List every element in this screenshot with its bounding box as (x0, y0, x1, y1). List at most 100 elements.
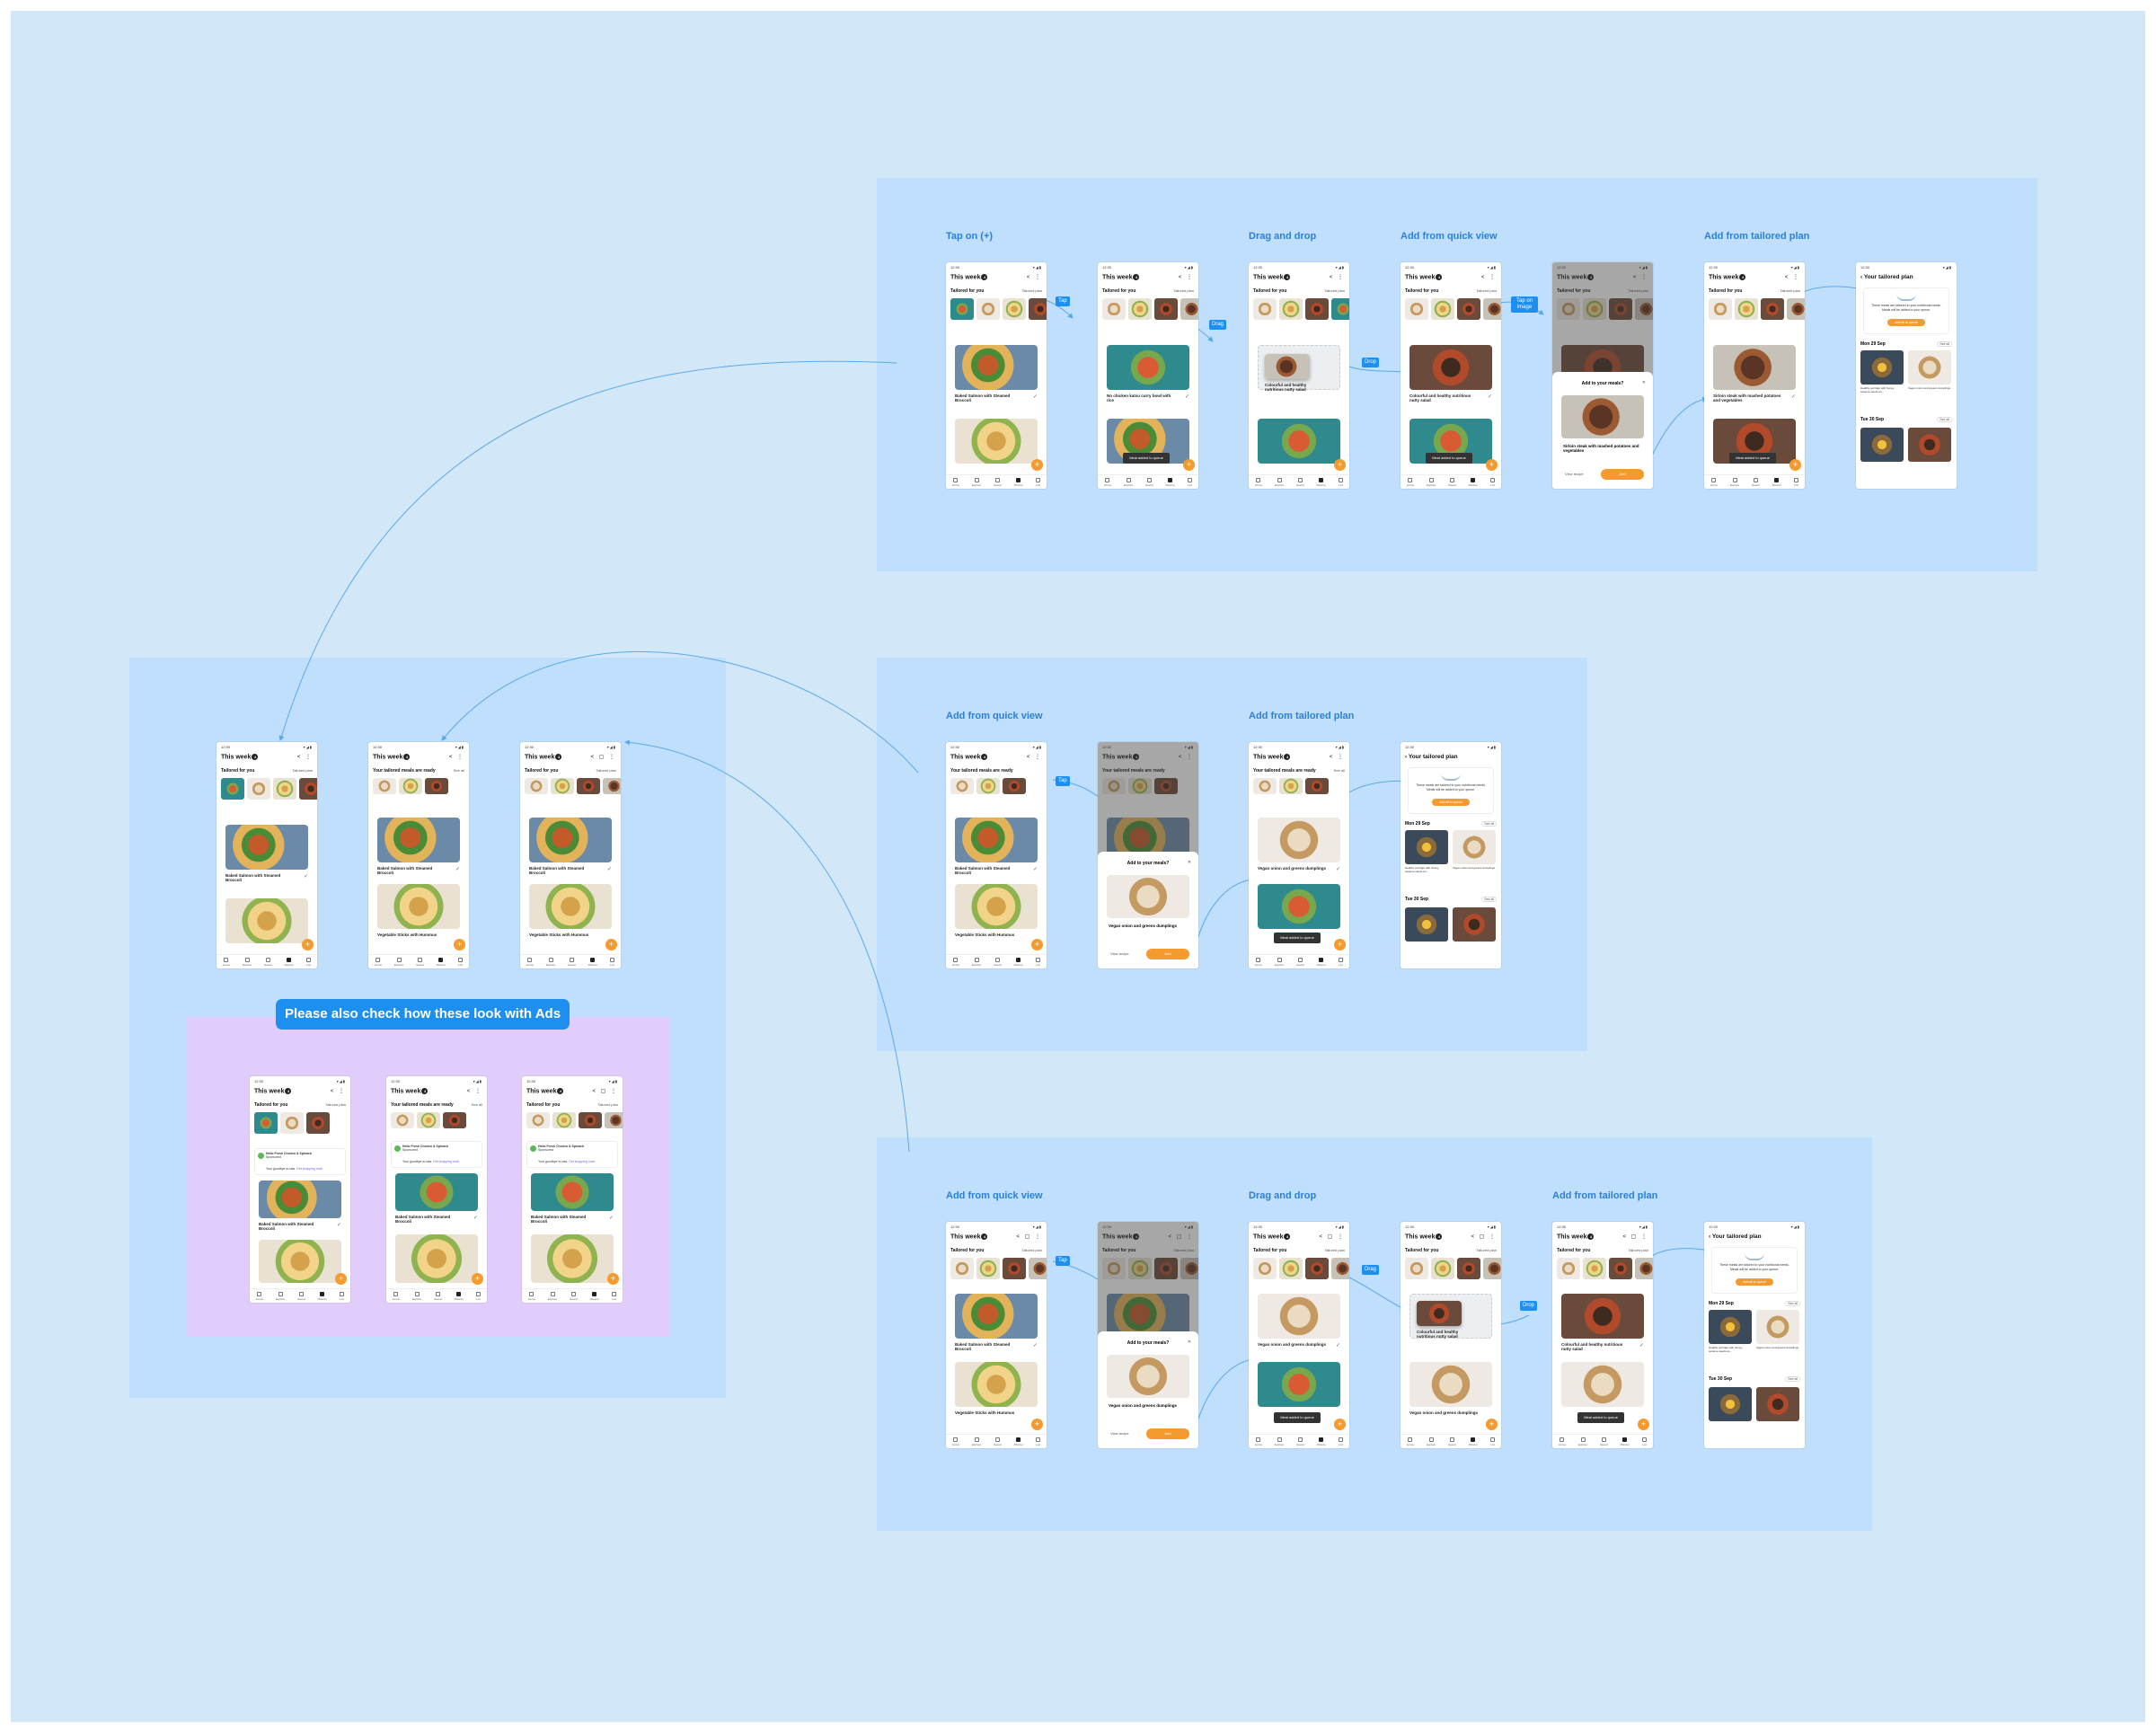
add-fab-button[interactable]: + (1334, 1419, 1346, 1430)
add-fab-button[interactable]: + (1486, 1419, 1498, 1430)
recipe-image[interactable] (955, 818, 1038, 862)
add-fab-button[interactable]: + (1334, 459, 1346, 471)
close-icon[interactable]: ✕ (1187, 860, 1191, 865)
page-title[interactable]: This week (1405, 1233, 1436, 1241)
nav-explore[interactable]: Explore (972, 477, 981, 487)
close-icon[interactable]: ✕ (1187, 1340, 1191, 1345)
recipe-image[interactable] (955, 884, 1038, 929)
recipe-image[interactable] (1258, 818, 1340, 862)
page-title[interactable]: This week (1253, 274, 1284, 281)
page-title[interactable]: This week (1557, 1233, 1587, 1241)
recipe-image[interactable] (1258, 884, 1340, 929)
view-recipe-link[interactable]: View recipe (1110, 1431, 1129, 1436)
recipe-image[interactable] (955, 419, 1038, 464)
plan-meal-image[interactable] (1908, 428, 1951, 462)
recipe-title[interactable]: Colourful and healthy nutritious nutty s… (1409, 393, 1471, 402)
add-fab-button[interactable]: + (302, 939, 314, 950)
add-fab-button[interactable]: + (1031, 939, 1043, 950)
add-fab-button[interactable]: + (472, 1273, 483, 1285)
header-icons[interactable]: < ⋮ (1026, 275, 1042, 280)
label-drag-and-drop: Drag and drop (1249, 1190, 1317, 1201)
page-title[interactable]: This week (950, 754, 981, 761)
recipe-image[interactable] (1713, 345, 1796, 390)
recipe-title[interactable]: Sirloin steak with mashed potatoes and v… (1713, 393, 1781, 402)
add-fab-button[interactable]: + (454, 939, 465, 950)
add-button[interactable]: Add (1146, 949, 1189, 959)
add-all-button[interactable]: Add all to queue (1736, 1278, 1773, 1286)
page-title[interactable]: This week (526, 1088, 557, 1095)
add-fab-button[interactable]: + (1334, 939, 1346, 950)
dragged-card[interactable] (1265, 354, 1310, 379)
close-icon[interactable]: ✕ (1641, 380, 1646, 385)
add-all-button[interactable]: Add all to queue (1432, 799, 1470, 806)
label-drag-and-drop: Drag and drop (1249, 231, 1317, 242)
suggestion-strip[interactable] (950, 298, 1047, 320)
meal-thumb[interactable] (950, 298, 974, 320)
nav-saved[interactable]: Saved (994, 477, 1002, 487)
back-title[interactable]: ‹ Your tailored plan (1860, 274, 1913, 280)
nav-home[interactable]: Home (952, 477, 959, 487)
meal-thumb[interactable] (976, 298, 1000, 320)
status-icons: ▾◢▮ (1032, 265, 1042, 270)
recipe-image[interactable] (1258, 419, 1340, 464)
add-fab-button[interactable]: + (1183, 459, 1195, 471)
label-add-from-quick-view: Add from quick view (946, 1190, 1043, 1201)
dragged-card[interactable] (1417, 1301, 1462, 1326)
page-title[interactable]: This week (950, 274, 981, 281)
page-title[interactable]: This week (1253, 1233, 1284, 1241)
page-title[interactable]: This week (373, 754, 403, 761)
add-fab-button[interactable]: + (1031, 1419, 1043, 1430)
page-title[interactable]: This week (1405, 274, 1436, 281)
add-fab-button[interactable]: + (1486, 459, 1498, 471)
plan-meal-image[interactable] (1860, 350, 1904, 385)
nav-planner[interactable]: Planner (1014, 477, 1023, 487)
see-all-link[interactable]: See all (1333, 768, 1345, 773)
header-icons[interactable]: < ⋮ (1178, 275, 1194, 280)
nav-list[interactable]: List (1035, 477, 1040, 487)
add-fab-button[interactable]: + (1638, 1419, 1649, 1430)
suggestion-strip[interactable] (1102, 298, 1198, 320)
recipe-title[interactable]: Baked Salmon with Steamed Broccoli (955, 393, 1011, 402)
tailored-plan-link[interactable]: Tailored plan (1173, 288, 1194, 293)
add-fab-button[interactable]: + (607, 1273, 619, 1285)
add-all-button[interactable]: Add all to queue (1887, 319, 1925, 326)
suggestion-strip[interactable] (1405, 298, 1501, 320)
page-title[interactable]: This week (1102, 274, 1133, 281)
check-icon[interactable]: ✓ (1184, 394, 1189, 400)
add-fab-button[interactable]: + (605, 939, 617, 950)
check-icon[interactable]: ✓ (1032, 394, 1038, 400)
page-title[interactable]: This week (221, 754, 252, 761)
page-title[interactable]: This week (254, 1088, 285, 1095)
recipe-image[interactable] (1409, 345, 1492, 390)
page-title[interactable]: This week (1709, 274, 1739, 281)
suggestion-strip[interactable] (1709, 298, 1805, 320)
plan-meal-image[interactable] (1908, 350, 1951, 385)
meal-thumb[interactable] (1029, 298, 1047, 320)
recipe-image[interactable] (955, 345, 1038, 390)
back-title[interactable]: ‹ Your tailored plan (1405, 754, 1458, 760)
add-button[interactable]: Add (1146, 1428, 1189, 1439)
page-title[interactable]: This week (950, 1233, 981, 1241)
add-fab-button[interactable]: + (1031, 459, 1043, 471)
suggestion-strip[interactable] (1253, 298, 1349, 320)
view-recipe-link[interactable]: View recipe (1110, 951, 1129, 956)
add-fab-button[interactable]: + (1789, 459, 1801, 471)
plan-meal-image[interactable] (1860, 428, 1904, 462)
see-all-button[interactable]: See all (1937, 341, 1952, 347)
add-button[interactable]: Add (1601, 469, 1644, 480)
page-title[interactable]: This week (1253, 754, 1284, 761)
recipe-title[interactable]: Colourful and healthy nutritious nutty s… (1265, 383, 1307, 392)
add-fab-button[interactable]: + (335, 1273, 347, 1285)
recipe-title[interactable]: No chicken katsu curry bowl with rice (1107, 393, 1171, 402)
meal-thumb[interactable] (1003, 298, 1026, 320)
tailored-plan-link[interactable]: Tailored plan (1021, 288, 1042, 293)
page-title[interactable]: This week (391, 1088, 421, 1095)
page-title[interactable]: This week (525, 754, 555, 761)
recipe-image[interactable] (1107, 345, 1189, 390)
view-recipe-link[interactable]: View recipe (1565, 472, 1584, 476)
back-title[interactable]: ‹ Your tailored plan (1709, 1233, 1762, 1240)
